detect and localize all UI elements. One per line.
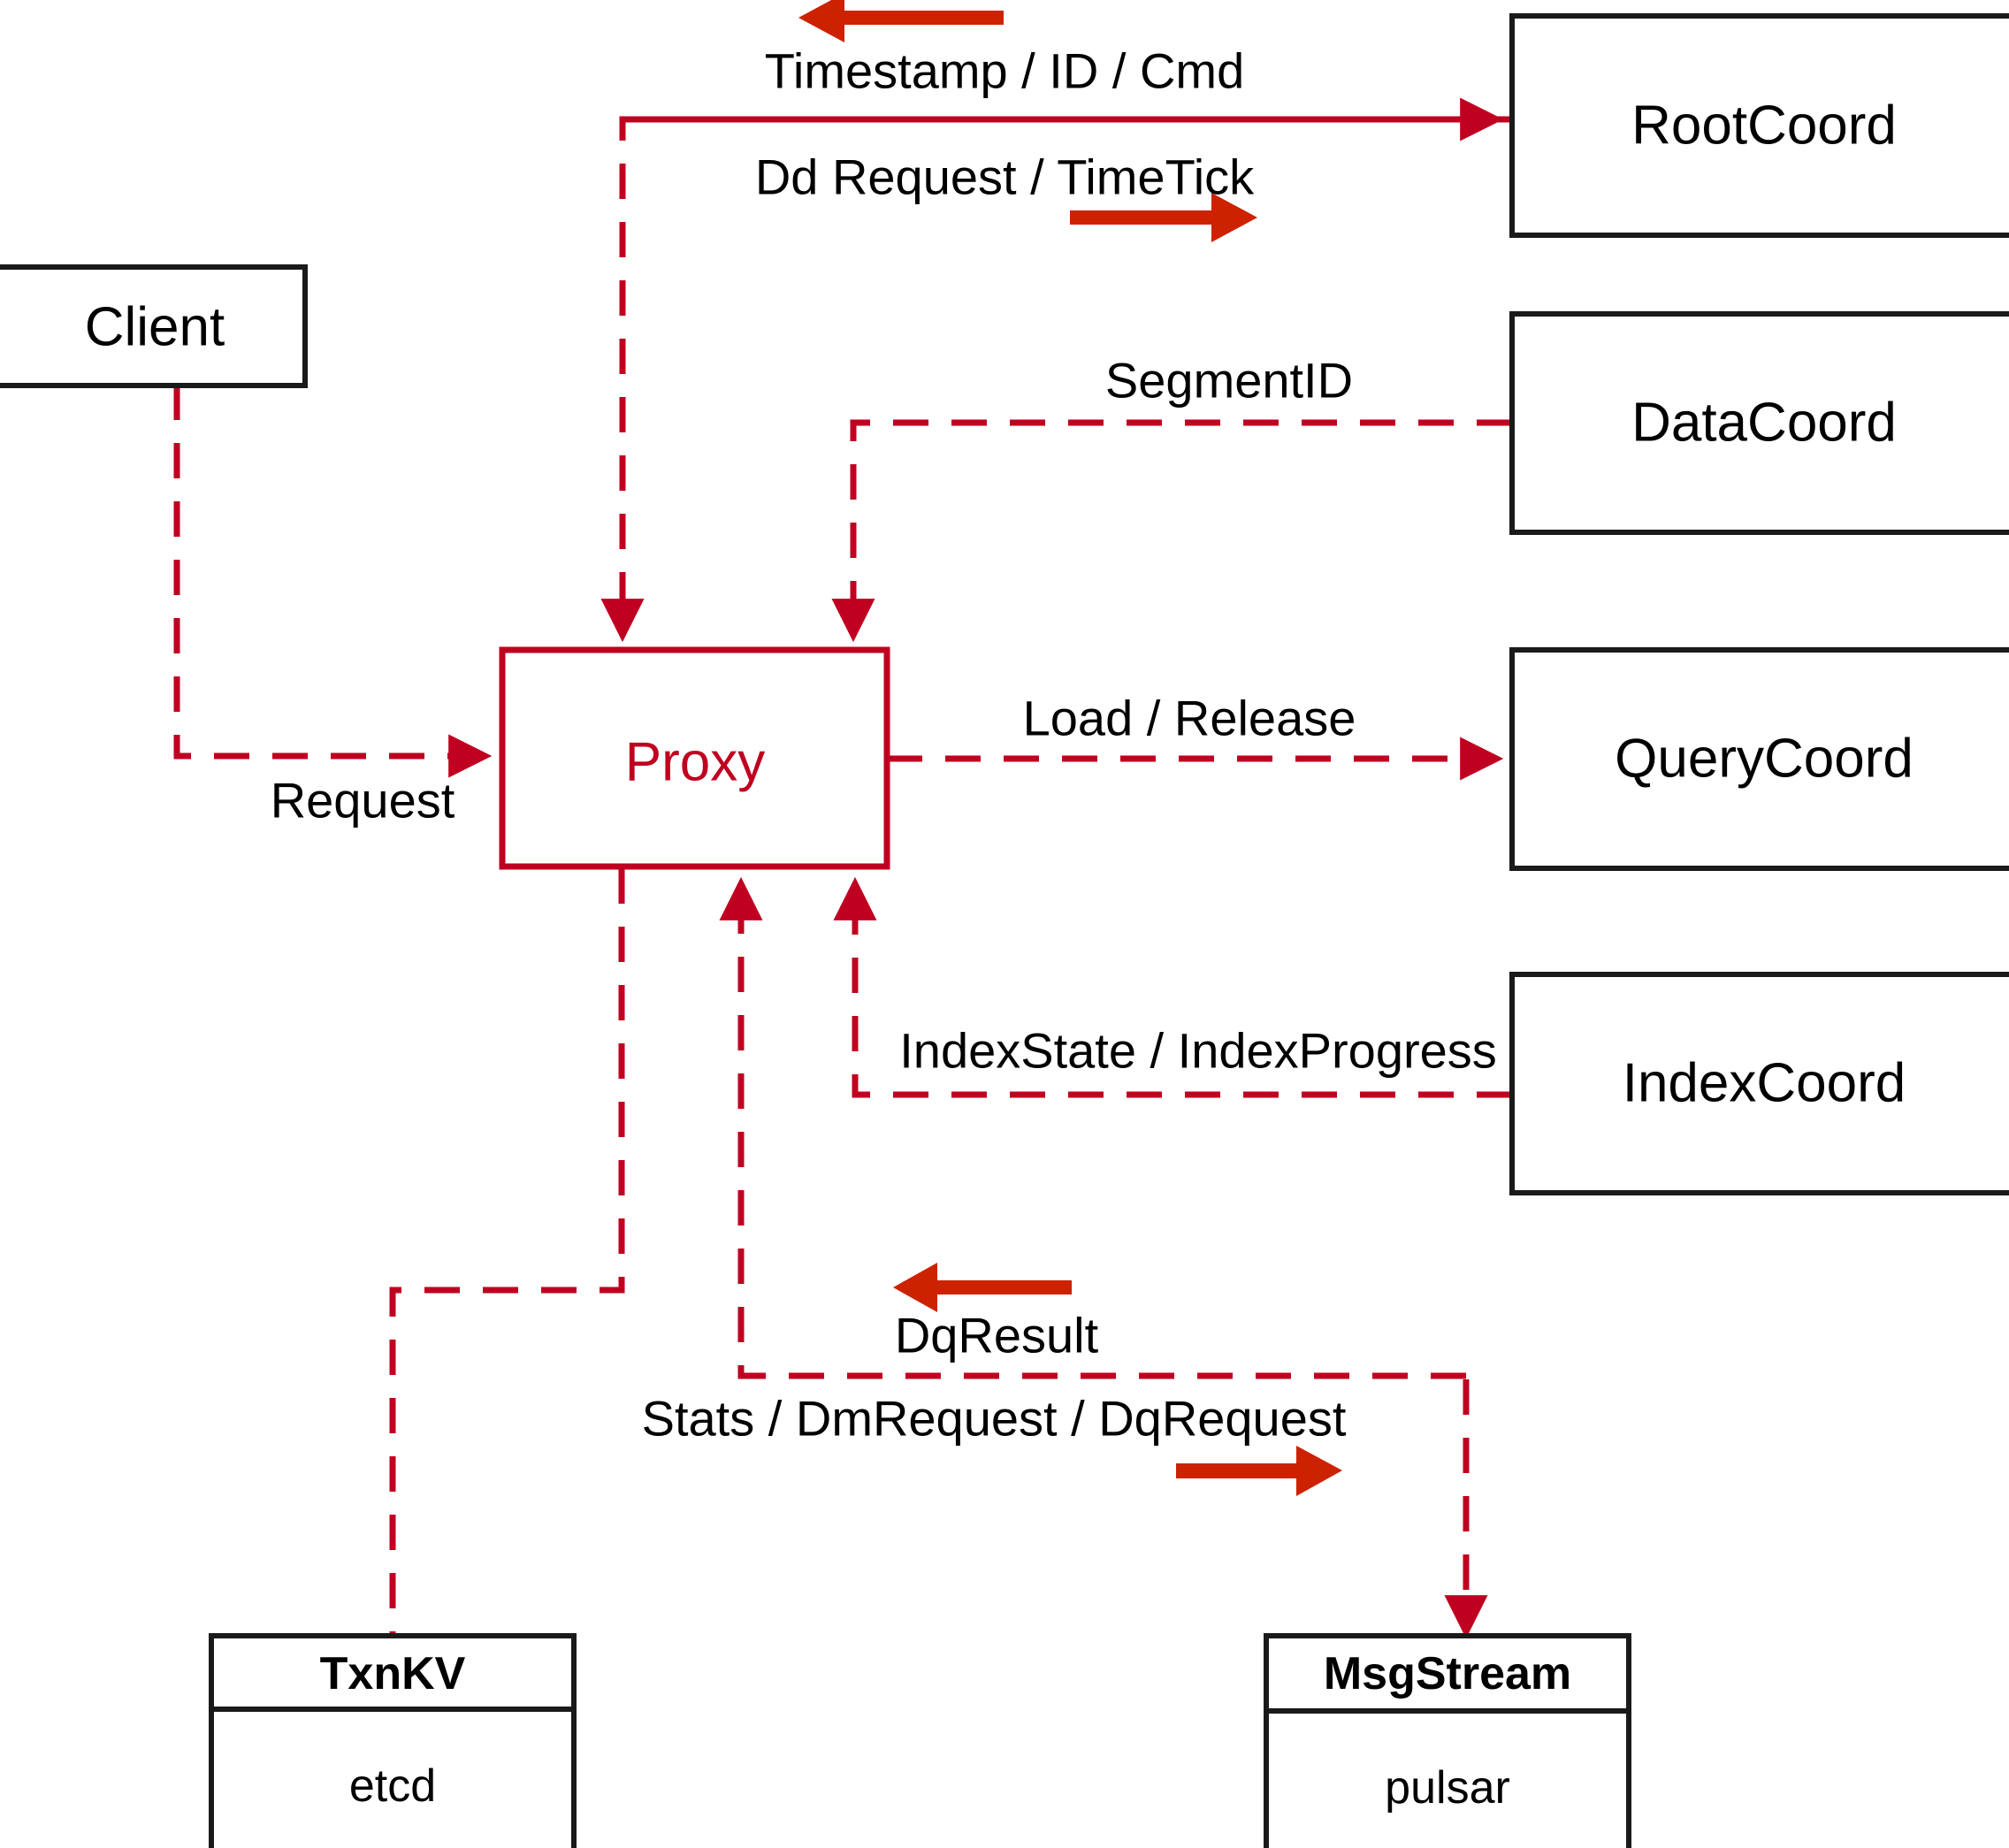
edge-label-layer: Timestamp / ID / Cmd Dd Request / TimeTi… [271, 43, 1497, 1447]
node-client[interactable]: Client [0, 264, 308, 388]
edge-msgstream-proxy [719, 876, 1466, 1379]
node-datacoord-label: DataCoord [1631, 393, 1897, 454]
dqrequest-direction-arrow-icon [1176, 1446, 1342, 1496]
node-querycoord[interactable]: QueryCoord [1509, 647, 2009, 871]
edge-label-stats-dmrequest-dqrequest: Stats / DmRequest / DqRequest [642, 1391, 1347, 1447]
node-rootcoord[interactable]: RootCoord [1509, 13, 2009, 238]
edge-label-indexstate-indexprogress: IndexState / IndexProgress [899, 1023, 1497, 1079]
edge-label-dd-request-timetick: Dd Request / TimeTick [755, 149, 1255, 205]
dqresult-direction-arrow-icon [893, 1263, 1072, 1312]
node-indexcoord-label: IndexCoord [1623, 1053, 1906, 1114]
ddrequest-direction-arrow-icon [1070, 193, 1257, 242]
node-rootcoord-label: RootCoord [1631, 95, 1897, 157]
node-txnkv-sublabel: etcd [349, 1760, 436, 1812]
node-msgstream-label: MsgStream [1324, 1648, 1571, 1699]
node-layer: Client Proxy RootCoord DataCoord QueryCo… [0, 13, 2009, 1848]
connector-layer [173, 97, 1512, 1639]
node-msgstream-sublabel: pulsar [1385, 1762, 1510, 1814]
edge-label-load-release: Load / Release [1023, 691, 1356, 746]
node-querycoord-label: QueryCoord [1615, 729, 1914, 790]
edge-label-dqresult: DqResult [895, 1308, 1099, 1363]
timestamp-direction-arrow-icon [798, 0, 1004, 42]
edge-client-proxy [173, 385, 493, 778]
annotation-arrow-layer [798, 0, 1342, 1496]
edge-label-timestamp-id-cmd: Timestamp / ID / Cmd [765, 43, 1244, 99]
node-proxy-label: Proxy [625, 732, 765, 793]
node-proxy[interactable]: Proxy [499, 646, 890, 870]
edge-label-request: Request [271, 773, 455, 829]
edge-label-segmentid: SegmentID [1105, 353, 1353, 409]
edge-indexcoord-proxy [833, 876, 1512, 1098]
edge-datacoord-proxy [831, 419, 1512, 643]
node-msgstream[interactable]: MsgStream pulsar [1264, 1633, 1631, 1848]
node-datacoord[interactable]: DataCoord [1509, 311, 2009, 535]
node-txnkv[interactable]: TxnKV etcd [209, 1633, 577, 1848]
edge-proxy-txnkv [389, 868, 625, 1634]
node-txnkv-label: TxnKV [320, 1648, 466, 1699]
node-indexcoord[interactable]: IndexCoord [1509, 972, 2009, 1195]
node-client-label: Client [85, 297, 225, 358]
